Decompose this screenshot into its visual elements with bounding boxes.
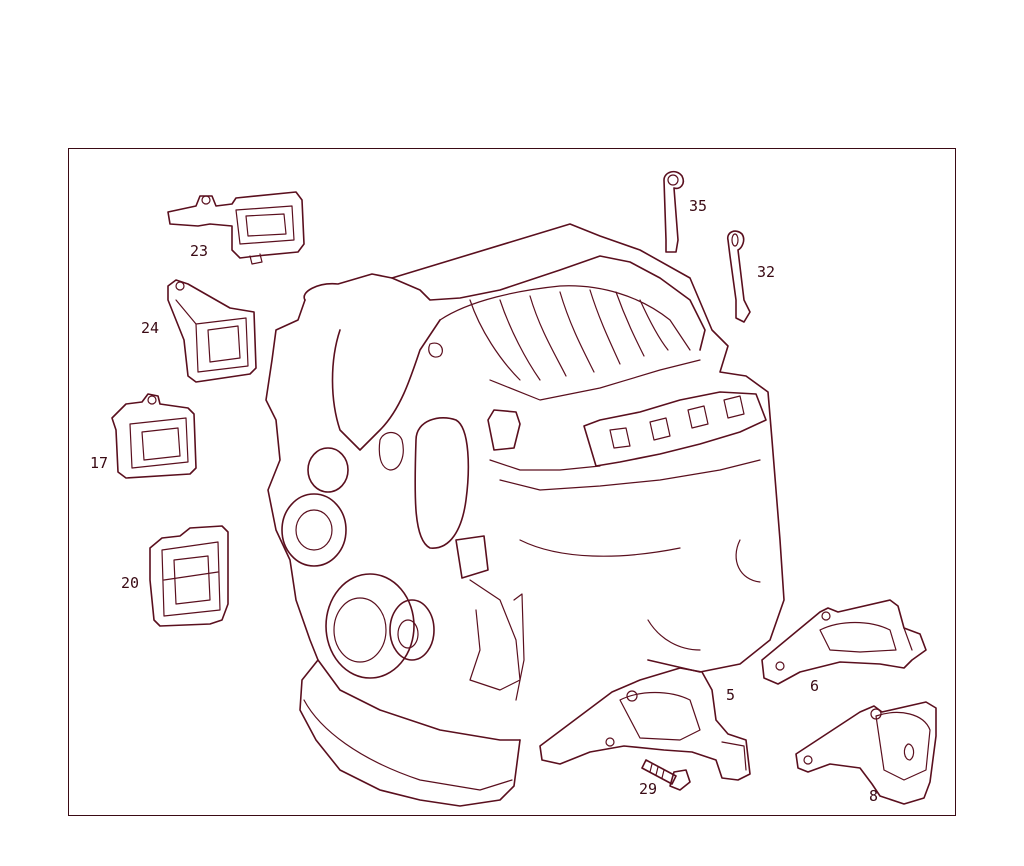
callout-17: 17 (90, 454, 109, 472)
callout-24: 24 (141, 319, 160, 337)
part-6-engine-carrier (761, 599, 927, 685)
part-17-mount-bracket (111, 393, 197, 479)
callout-8: 8 (869, 787, 879, 805)
part-20-mount-bracket (149, 525, 229, 627)
part-35-dipstick-guide (663, 170, 685, 253)
part-24-mount-bracket (167, 279, 257, 383)
part-8-engine-carrier (795, 701, 937, 805)
diagram-frame (68, 148, 956, 816)
callout-6: 6 (810, 677, 820, 695)
callout-23: 23 (190, 242, 209, 260)
callout-5: 5 (726, 686, 736, 704)
callout-32: 32 (757, 263, 776, 281)
part-5-engine-carrier (539, 667, 751, 781)
callout-29: 29 (639, 780, 658, 798)
part-32-dipstick-tube (726, 230, 751, 323)
callout-20: 20 (121, 574, 140, 592)
part-23-engine-bracket (167, 191, 305, 265)
part-29-bolt (641, 759, 691, 791)
engine-assembly (265, 223, 785, 807)
callout-35: 35 (689, 197, 708, 215)
